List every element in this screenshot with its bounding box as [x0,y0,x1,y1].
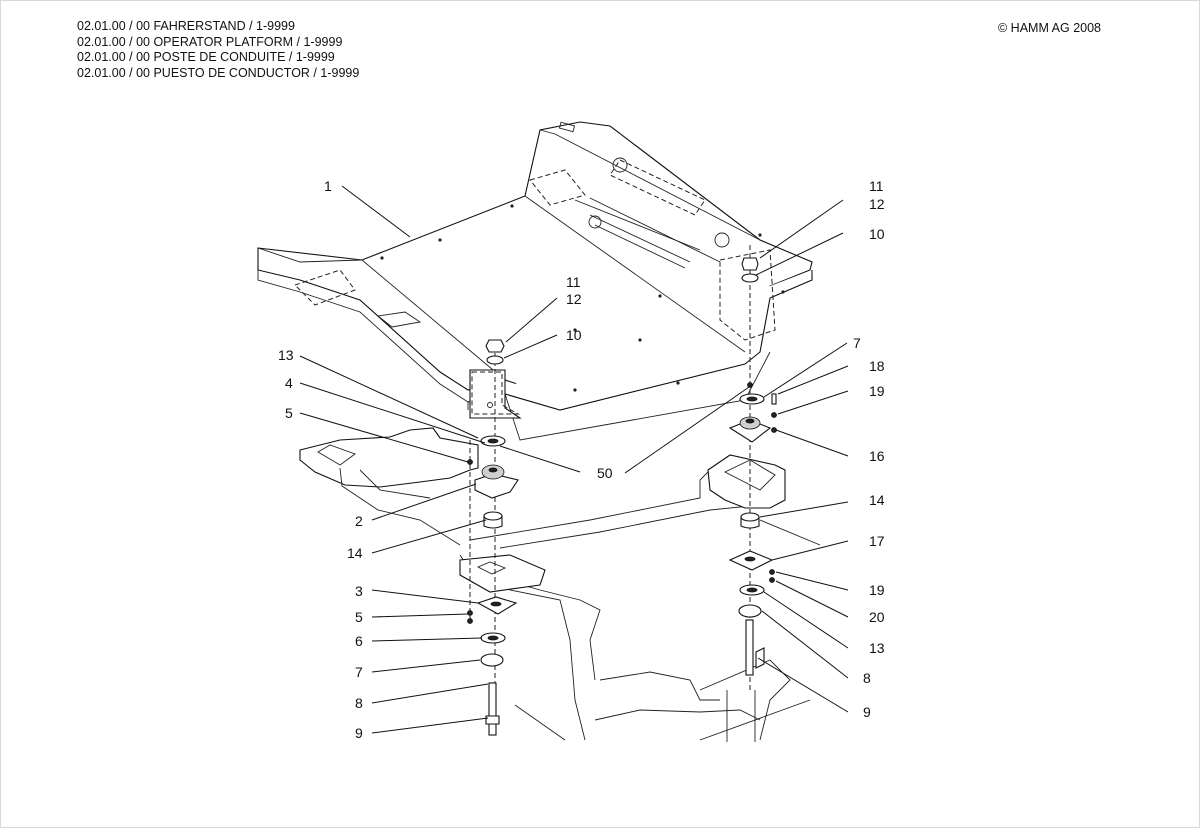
header-line-es: 02.01.00 / 00 PUESTO DE CONDUCTOR / 1-99… [77,65,360,80]
copyright-notice: © HAMM AG 2008 [998,21,1101,35]
callout-9-right: 9 [863,704,871,720]
header-line-en: 02.01.00 / 00 OPERATOR PLATFORM / 1-9999 [77,34,343,49]
callout-11-right: 11 [869,178,884,194]
callout-9-left: 9 [355,725,363,741]
callout-13-right: 13 [869,640,885,656]
callout-2: 2 [355,513,363,529]
callout-12-right: 12 [869,196,885,212]
callout-50: 50 [597,465,613,481]
callout-19-upper: 19 [869,383,885,399]
callout-18: 18 [869,358,885,374]
callout-5-lower: 5 [355,609,363,625]
callout-11-left: 11 [566,274,581,290]
callout-6: 6 [355,633,363,649]
callout-8-left: 8 [355,695,363,711]
callout-labels: 1 11 12 10 11 12 10 13 4 5 2 14 3 5 6 7 … [278,178,885,741]
lower-frame [299,427,811,742]
callout-7-right: 7 [853,335,861,351]
document-header: 02.01.00 / 00 FAHRERSTAND / 1-9999 02.01… [77,19,359,81]
callout-5-upper: 5 [285,405,293,421]
callout-3: 3 [355,583,363,599]
callout-8-right: 8 [863,670,871,686]
left-mount-stack [467,339,519,736]
callout-20: 20 [869,609,885,625]
callout-14-right: 14 [869,492,885,508]
leader-lines [299,185,849,734]
callout-13-left: 13 [278,347,294,363]
callout-16: 16 [869,448,885,464]
header-line-de: 02.01.00 / 00 FAHRERSTAND / 1-9999 [77,19,295,33]
callout-4: 4 [285,375,293,391]
callout-12-left: 12 [566,291,582,307]
callout-19-lower: 19 [869,582,885,598]
callout-1: 1 [324,178,332,194]
callout-17: 17 [869,533,885,549]
callout-7-left: 7 [355,664,363,680]
callout-14-left: 14 [347,545,363,561]
callout-10-right: 10 [869,226,885,242]
right-mount-stack [728,245,821,690]
header-line-fr: 02.01.00 / 00 POSTE DE CONDUITE / 1-9999 [77,50,335,65]
operator-platform [257,121,813,441]
callout-10-left: 10 [566,327,582,343]
